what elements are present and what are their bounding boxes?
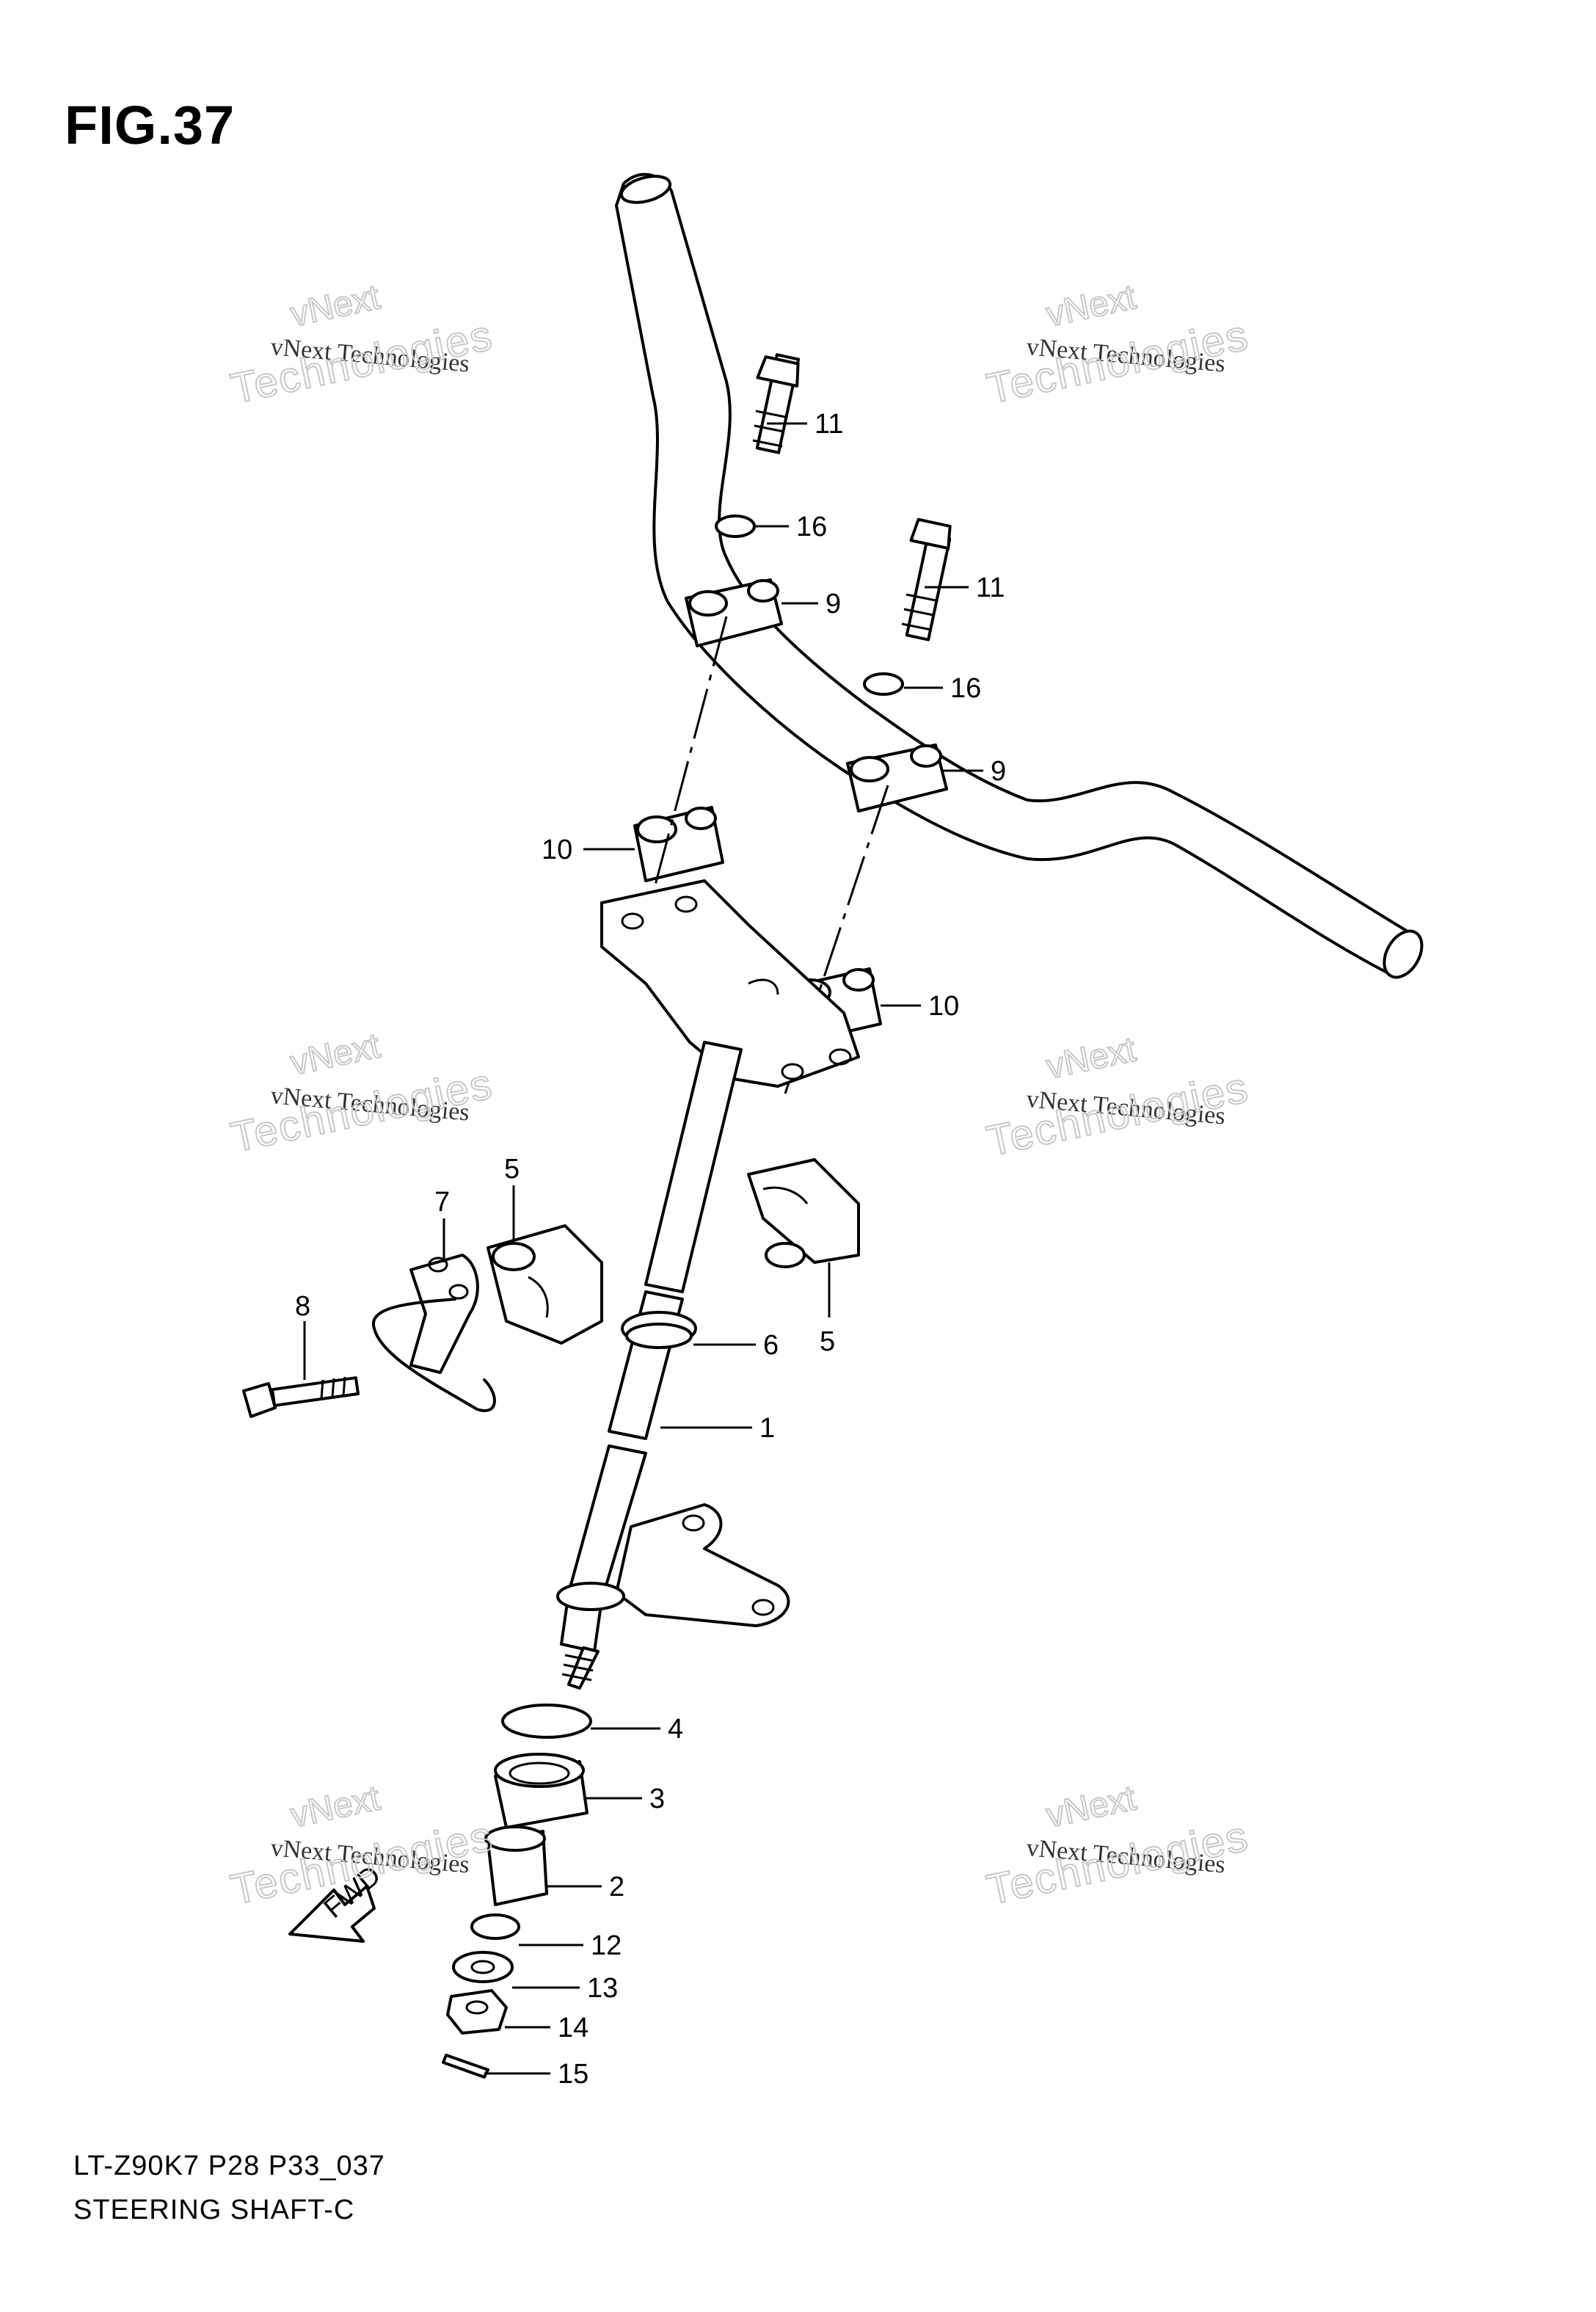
lower-holder-left	[633, 806, 724, 882]
upper-holder-right	[846, 744, 948, 813]
model-code: LT-Z90K7 P28 P33_037	[73, 2151, 385, 2181]
svg-text:Technologies: Technologies	[983, 1812, 1253, 1914]
callout-7: 7	[434, 1187, 450, 1218]
callout-16b: 16	[950, 673, 981, 704]
handlebar	[615, 172, 1424, 979]
svg-text:vNext: vNext	[1043, 1778, 1139, 1835]
watermark-2: vNext vNext Technologies Technologies	[982, 277, 1253, 413]
callout-6: 6	[763, 1330, 779, 1361]
bolt-right-upper	[901, 517, 952, 641]
callout-5b: 5	[820, 1326, 835, 1357]
shaft-clamp-left	[487, 1224, 603, 1345]
callout-1: 1	[759, 1413, 775, 1444]
bushing-housing	[494, 1753, 589, 1829]
svg-text:vNext: vNext	[287, 1778, 383, 1835]
callout-13: 13	[587, 1973, 618, 2004]
callout-9a: 9	[826, 589, 841, 619]
callout-10a: 10	[542, 835, 572, 865]
callout-4: 4	[668, 1714, 683, 1745]
svg-text:vNext: vNext	[287, 1026, 383, 1083]
callout-11b: 11	[976, 572, 1005, 603]
clamp-plate	[409, 1254, 479, 1374]
callout-8: 8	[295, 1291, 310, 1322]
callout-3: 3	[649, 1784, 665, 1814]
part-group-name: STEERING SHAFT-C	[73, 2195, 355, 2225]
svg-text:vNext: vNext	[1043, 277, 1139, 334]
castle-nut	[446, 1989, 508, 2035]
callout-14: 14	[558, 2013, 589, 2043]
callout-12: 12	[591, 1930, 622, 1961]
watermark-6: vNext vNext Technologies Technologies	[982, 1778, 1253, 1914]
top-bracket-plate	[600, 879, 860, 1088]
shaft-clamp-right	[747, 1158, 860, 1268]
washer-left	[715, 515, 756, 538]
svg-text:Technologies: Technologies	[983, 1064, 1253, 1166]
upper-holder-left	[685, 578, 783, 647]
callout-16a: 16	[796, 512, 827, 542]
collar	[621, 1311, 697, 1349]
shaft-flange	[556, 1503, 790, 1627]
washer-right	[863, 672, 904, 696]
leader-lines	[303, 422, 983, 2075]
wire-loop	[371, 1298, 496, 1412]
svg-text:Technologies: Technologies	[983, 311, 1253, 413]
svg-text:vNext: vNext	[287, 277, 383, 334]
bolt-lower-left	[242, 1376, 360, 1418]
callout-9b: 9	[991, 756, 1006, 787]
watermark-4: vNext vNext Technologies Technologies	[982, 1029, 1253, 1166]
svg-text:Technologies: Technologies	[227, 311, 497, 413]
washer-12	[470, 1913, 520, 1940]
figure-title: FIG.37	[65, 95, 236, 156]
washer-13	[452, 1951, 514, 1983]
callout-2: 2	[609, 1872, 624, 1902]
o-ring	[501, 1704, 592, 1739]
callout-10b: 10	[928, 991, 959, 1022]
callout-15: 15	[558, 2059, 589, 2090]
bolt-left-upper	[752, 353, 801, 454]
svg-text:Technologies: Technologies	[227, 1060, 497, 1162]
cotter-pin	[442, 2054, 489, 2079]
callout-11a: 11	[815, 409, 843, 440]
bushing	[484, 1825, 548, 1906]
watermark-3: vNext vNext Technologies Technologies	[226, 1025, 498, 1162]
svg-text:vNext: vNext	[1043, 1030, 1139, 1086]
watermark-1: vNext vNext Technologies Technologies	[226, 277, 498, 413]
callout-5a: 5	[504, 1154, 520, 1185]
callout-labels: 11 16 9 11 16 9 10 10 7 5 5 8 6 1 4 3 2 …	[295, 409, 1006, 2090]
